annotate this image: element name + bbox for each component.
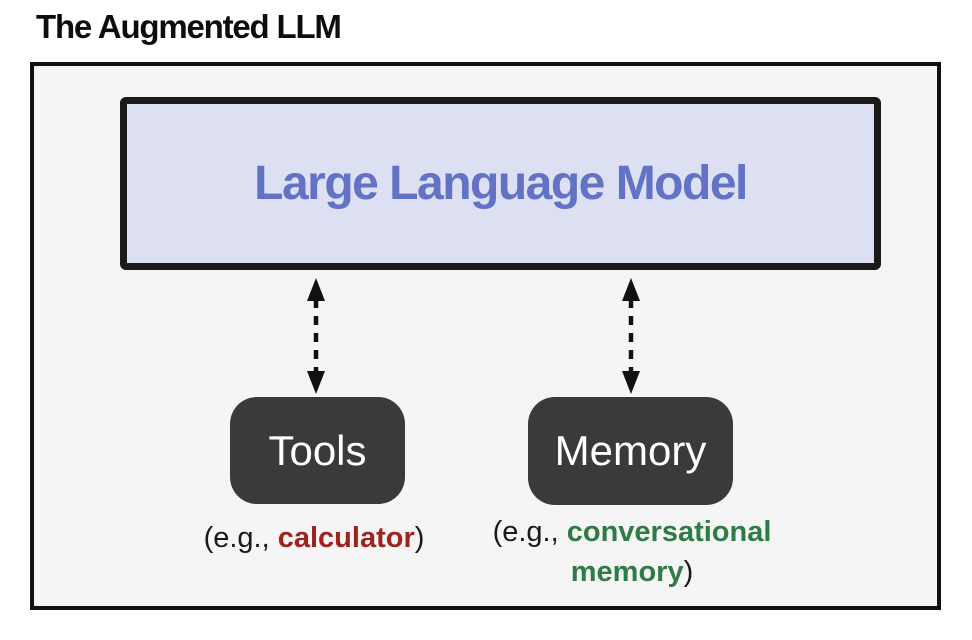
- diagram-title: The Augmented LLM: [36, 8, 342, 45]
- tools-node-label: Tools: [268, 426, 367, 474]
- dashed-double-arrow-icon: [307, 278, 325, 394]
- tools-node: Tools: [230, 397, 405, 504]
- memory-caption: (e.g., conversational memory): [462, 512, 802, 592]
- memory-caption-prefix: (e.g.,: [492, 516, 567, 548]
- memory-node: Memory: [528, 397, 733, 505]
- tools-caption: (e.g., calculator): [154, 518, 474, 558]
- memory-node-label: Memory: [554, 427, 707, 474]
- tools-caption-prefix: (e.g.,: [203, 522, 278, 554]
- llm-node: Large Language Model: [120, 97, 881, 270]
- tools-caption-example: calculator: [277, 522, 415, 554]
- memory-caption-example: conversational memory: [566, 516, 772, 588]
- memory-caption-suffix: ): [683, 556, 694, 588]
- diagram-canvas: Large Language Model Tools Memory (e.g.,…: [30, 62, 941, 610]
- llm-node-label: Large Language Model: [254, 157, 748, 210]
- tools-caption-suffix: ): [414, 522, 425, 554]
- dashed-double-arrow-icon: [622, 278, 640, 394]
